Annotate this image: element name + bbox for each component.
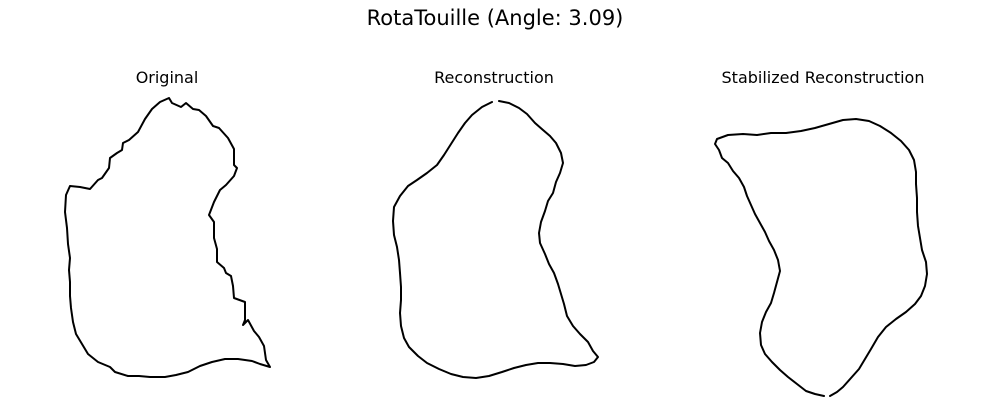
- original-outline: [64, 97, 271, 378]
- panel-title-reconstruction: Reconstruction: [434, 68, 554, 87]
- panel-title-stabilized-reconstruction: Stabilized Reconstruction: [721, 68, 925, 87]
- reconstruction-outline: [392, 100, 599, 379]
- figure-title: RotaTouille (Angle: 3.09): [366, 6, 624, 30]
- stabilized-reconstruction-outline: [714, 118, 928, 397]
- panel-title-original: Original: [135, 68, 199, 87]
